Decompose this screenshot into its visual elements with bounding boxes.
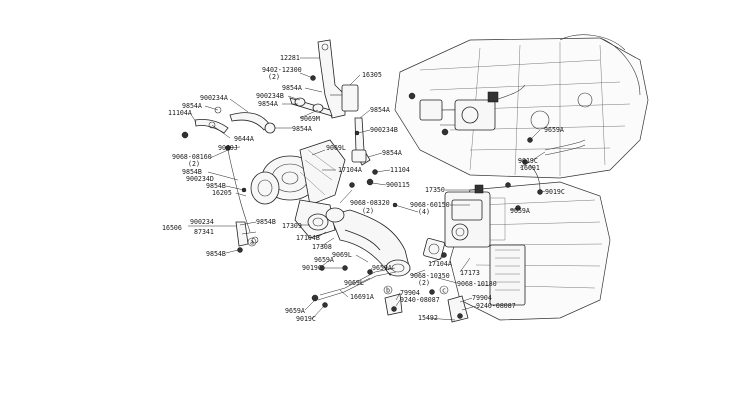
label-79904-2: 79904 [472,294,492,302]
label-9659A-4: 9659A [544,126,564,134]
label-17104A-2: 17104A [428,260,452,268]
hose-900234B-right [351,117,371,166]
label-9240-08087-1: 9240-08087 [400,296,440,304]
label-9854B-3: 9854B [256,218,276,226]
turbocharger [250,139,346,239]
part-labels: 12281 9402-12300 (2) 16305 9854A 900234B… [162,54,565,323]
label-9659A-1: 9659A [314,256,334,264]
label-87341: 87341 [194,228,214,236]
label-900234: 900234 [190,218,214,226]
label-16506: 16506 [162,224,182,232]
label-900234A: 900234A [200,94,228,102]
egr-valve-upper [408,84,526,136]
label-79904-1: 79904 [400,289,420,297]
bolts [349,169,447,258]
label-16691: 16691 [520,164,540,172]
label-9068-08320-qty: (2) [362,207,374,215]
label-9854A-5: 9854A [292,125,312,133]
label-17350: 17350 [425,186,445,194]
label-9068-08160: 9068-08160 [172,153,212,161]
bracket-15492 [429,289,469,323]
label-9240-08087-2: 9240-08087 [476,302,516,310]
exhaust-elbow [325,207,445,277]
label-9069L-2: 9069L [332,251,352,259]
bracket-12281 [310,39,359,119]
label-9854A-3: 9854A [370,106,390,114]
svg-text:c: c [442,287,446,295]
svg-text:a: a [250,239,254,247]
label-9644A: 9644A [234,135,254,143]
label-9854A-6: 9854A [382,149,402,157]
label-17308: 17308 [312,243,332,251]
hose-900234A [181,106,276,139]
label-17173: 17173 [460,269,480,277]
label-9068-60150: 9068-60150 [410,201,450,209]
leader-lines [188,57,546,321]
label-9854A-4: 9854A [182,102,202,110]
pipe-16691 [505,137,586,211]
label-12281: 12281 [280,54,300,62]
label-11104A: 11104A [168,109,192,117]
label-9402-12300-qty: (2) [268,73,280,81]
label-9069M: 9069M [300,115,320,123]
label-9068-08320: 9068-08320 [350,199,390,207]
label-9854B-4: 9854B [206,250,226,258]
label-900234D: 900234D [186,175,214,183]
pipe-16506 [235,221,259,253]
label-9068-08160-qty: (2) [188,160,200,168]
label-9659A-5: 9659A [510,207,530,215]
label-900234B-2: 900234B [370,126,398,134]
label-17104B: 17104B [296,234,320,242]
label-11104: 11104 [390,166,410,174]
label-9068-10350-qty: (2) [418,279,430,287]
label-9019C-4: 9019C [545,188,565,196]
label-17104A-1: 17104A [338,166,362,174]
label-9659A-3: 9659A [285,307,305,315]
label-9069L-3: 9069L [344,279,364,287]
label-9069L-1: 9069L [326,144,346,152]
label-17309: 17309 [282,222,302,230]
callout-c: c [439,285,449,295]
label-900234B-1: 900234B [256,92,284,100]
callout-b: b [383,285,393,295]
label-9854A-2: 9854A [258,100,278,108]
label-9069J: 9069J [218,144,238,152]
label-9659A-2: 9659A [372,264,392,272]
bracket-79904-left [384,293,403,316]
svg-text:b: b [386,287,390,295]
label-9019C-3: 9019C [518,157,538,165]
label-16205: 16205 [212,189,232,197]
callout-a: a [247,237,257,247]
label-9402-12300: 9402-12300 [262,66,302,74]
label-9854B-2: 9854B [206,182,226,190]
label-16691A: 16691A [350,293,374,301]
label-9068-10350: 9068-10350 [410,272,450,280]
label-15492: 15492 [418,314,438,322]
label-9068-60150-qty: (4) [418,208,430,216]
label-9019C-1: 9019C [302,264,322,272]
label-9019C-2: 9019C [296,315,316,323]
label-9854B-1: 9854B [182,168,202,176]
label-16305: 16305 [362,71,382,79]
label-9068-10180: 9068-10180 [457,280,497,288]
label-9854A-1: 9854A [282,84,302,92]
label-900115: 900115 [386,181,410,189]
